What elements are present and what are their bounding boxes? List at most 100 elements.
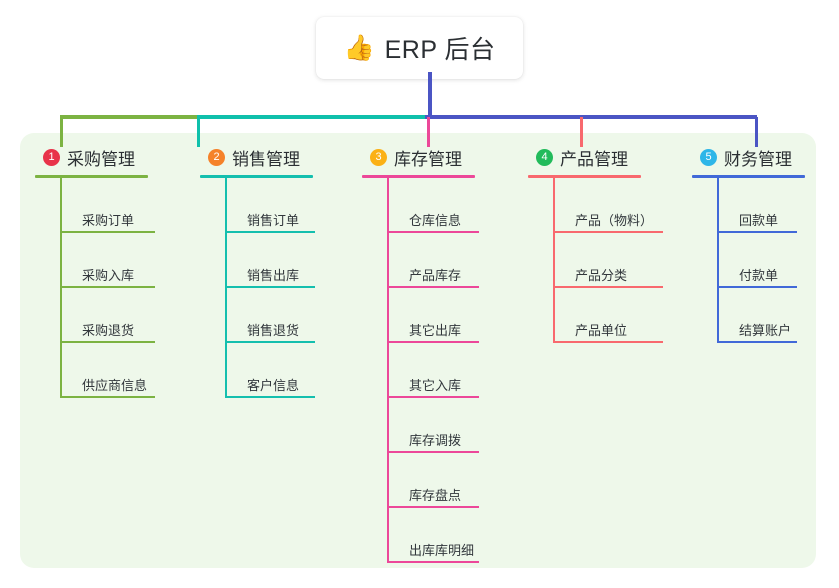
branch-badge-5: 5 [700,148,717,166]
bus-segment-green [60,115,197,119]
leaf-item-label: 销售退货 [247,323,300,338]
root-node-card[interactable]: 👍 ERP 后台 [316,17,523,79]
branch-badge-1: 1 [43,148,60,166]
leaf-list-1: 采购订单采购入库采购退货供应商信息 [60,178,180,398]
leaf-item-rule [60,396,155,398]
leaf-item-rule [387,341,479,343]
branch-title-3: 库存管理 [394,149,462,169]
leaf-item[interactable]: 仓库信息 [387,178,507,233]
leaf-item[interactable]: 其它出库 [387,288,507,343]
leaf-item[interactable]: 库存调拨 [387,398,507,453]
branch-badge-2: 2 [208,148,225,166]
leaf-item-label: 其它入库 [409,378,462,393]
branch-title-1: 采购管理 [67,149,135,169]
branch-rule-1 [35,175,148,178]
leaf-item-label: 库存调拨 [409,433,462,448]
leaf-item[interactable]: 采购入库 [60,233,180,288]
leaf-item[interactable]: 客户信息 [225,343,345,398]
leaf-item-rule [225,396,315,398]
drop-product [580,117,583,147]
branch-header-1[interactable]: 1 采购管理 [35,145,180,169]
branch-title-4: 产品管理 [560,149,628,169]
leaf-item[interactable]: 销售出库 [225,233,345,288]
leaf-item-label: 采购入库 [82,268,135,283]
branch-header-5[interactable]: 5 财务管理 [692,145,817,169]
branch-rule-4 [528,175,641,178]
leaf-item[interactable]: 销售退货 [225,288,345,343]
branch-column-5: 5 财务管理回款单付款单结算账户 [692,145,817,343]
leaf-spine-2 [225,178,227,398]
leaf-item[interactable]: 库存盘点 [387,453,507,508]
branch-column-1: 1 采购管理采购订单采购入库采购退货供应商信息 [35,145,180,398]
leaf-item[interactable]: 其它入库 [387,343,507,398]
drop-inventory [427,117,430,147]
leaf-item-label: 库存盘点 [409,488,462,503]
drop-sales [197,117,200,147]
branch-rule-5 [692,175,805,178]
bus-segment-blue [425,115,757,119]
leaf-item-label: 回款单 [739,213,779,228]
leaf-item-label: 结算账户 [739,323,792,338]
branch-title-2: 销售管理 [232,149,300,169]
leaf-item-label: 仓库信息 [409,213,462,228]
leaf-item-label: 采购订单 [82,213,135,228]
leaf-item[interactable]: 供应商信息 [60,343,180,398]
branch-header-3[interactable]: 3 库存管理 [362,145,507,169]
leaf-item-rule [225,341,315,343]
leaf-item-rule [387,506,479,508]
leaf-item-label: 销售出库 [247,268,300,283]
leaf-item-label: 供应商信息 [82,378,148,393]
leaf-item[interactable]: 产品（物料） [553,178,673,233]
leaf-list-5: 回款单付款单结算账户 [717,178,817,343]
leaf-item-rule [60,286,155,288]
leaf-item-rule [60,231,155,233]
leaf-item-label: 产品分类 [575,268,628,283]
leaf-item-rule [717,231,797,233]
root-node-title: ERP 后台 [384,36,496,64]
leaf-item-label: 其它出库 [409,323,462,338]
leaf-item[interactable]: 产品分类 [553,233,673,288]
leaf-spine-3 [387,178,389,563]
drop-purchase [60,117,63,147]
leaf-item-rule [225,231,315,233]
leaf-item[interactable]: 回款单 [717,178,817,233]
branch-column-2: 2 销售管理销售订单销售出库销售退货客户信息 [200,145,345,398]
leaf-item[interactable]: 销售订单 [225,178,345,233]
leaf-list-3: 仓库信息产品库存其它出库其它入库库存调拨库存盘点出库库明细 [387,178,507,563]
leaf-item[interactable]: 出库库明细 [387,508,507,563]
leaf-item[interactable]: 产品库存 [387,233,507,288]
leaf-item-label: 产品库存 [409,268,462,283]
leaf-item[interactable]: 采购退货 [60,288,180,343]
thumbs-up-icon: 👍 [343,33,375,62]
leaf-item-label: 采购退货 [82,323,135,338]
leaf-item-rule [553,231,663,233]
leaf-item[interactable]: 付款单 [717,233,817,288]
leaf-item-label: 销售订单 [247,213,300,228]
leaf-item-rule [717,286,797,288]
branch-title-5: 财务管理 [724,149,792,169]
leaf-item-label: 产品（物料） [575,213,654,228]
leaf-item-label: 付款单 [739,268,779,283]
leaf-item-rule [553,341,663,343]
leaf-spine-5 [717,178,719,343]
leaf-item-rule [387,451,479,453]
branch-rule-2 [200,175,313,178]
branch-column-3: 3 库存管理仓库信息产品库存其它出库其它入库库存调拨库存盘点出库库明细 [362,145,507,563]
diagram-panel [20,133,816,568]
leaf-item-label: 出库库明细 [409,543,475,558]
leaf-item[interactable]: 结算账户 [717,288,817,343]
trunk-connector [428,72,432,117]
leaf-item-rule [387,231,479,233]
leaf-item[interactable]: 采购订单 [60,178,180,233]
leaf-item-rule [387,396,479,398]
leaf-item-rule [717,341,797,343]
leaf-list-4: 产品（物料） 产品分类产品单位 [553,178,673,343]
branch-header-2[interactable]: 2 销售管理 [200,145,345,169]
leaf-item[interactable]: 产品单位 [553,288,673,343]
leaf-item-rule [60,341,155,343]
leaf-item-rule [387,286,479,288]
branch-badge-3: 3 [370,148,387,166]
leaf-spine-1 [60,178,62,398]
